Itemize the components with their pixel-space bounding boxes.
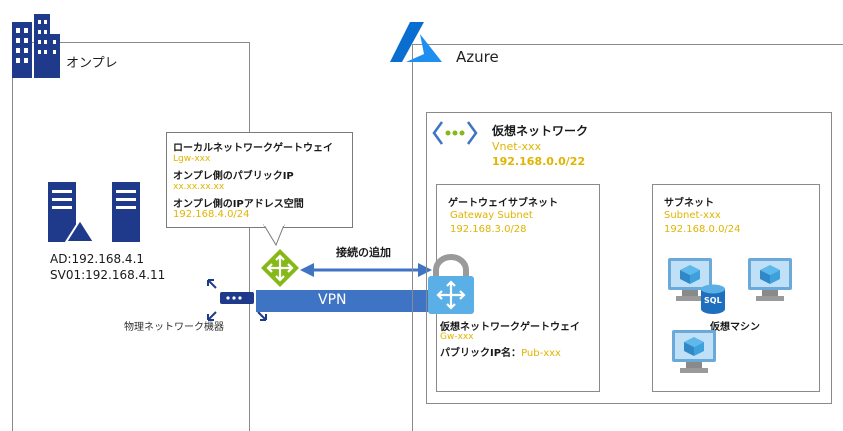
vm-icon bbox=[668, 258, 712, 301]
sql-database-icon bbox=[701, 284, 725, 314]
vng-title: 仮想ネットワークゲートウェイ bbox=[440, 322, 580, 333]
vm-icon bbox=[748, 258, 792, 301]
network-device-label: 物理ネットワーク機器 bbox=[124, 322, 224, 333]
network-device-icon bbox=[207, 279, 267, 321]
azure-logo-icon bbox=[390, 22, 442, 62]
connection-arrow bbox=[300, 263, 432, 277]
lgw-public-ip-label: オンプレ側のパブリックIP bbox=[173, 171, 294, 182]
vng-public-ip-label: パブリックIP名： bbox=[440, 348, 522, 359]
local-network-gateway-callout: ローカルネットワークゲートウェイ Lgw-xxx オンプレ側のパブリックIP x… bbox=[166, 132, 353, 228]
building-icon bbox=[12, 14, 60, 78]
vng-name: Gw-xxx bbox=[440, 332, 474, 342]
callout-pointer bbox=[263, 224, 285, 247]
vnet-icon bbox=[432, 121, 478, 145]
local-network-gateway-icon bbox=[261, 249, 299, 287]
vpn-label: VPN bbox=[318, 292, 347, 308]
vpn-tunnel bbox=[256, 290, 432, 312]
vnet-box bbox=[426, 112, 832, 404]
subnet-box bbox=[652, 184, 820, 392]
lgw-heading: ローカルネットワークゲートウェイ bbox=[173, 143, 333, 154]
vng-public-ip: パブリックIP名：Pub-xxx bbox=[440, 344, 561, 359]
subnet-name: Subnet-xxx bbox=[664, 210, 721, 221]
lgw-address-space-value: 192.168.4.0/24 bbox=[173, 209, 250, 220]
server-icon bbox=[48, 182, 140, 243]
connection-add-label: 接続の追加 bbox=[336, 246, 391, 259]
vnet-range: 192.168.0.0/22 bbox=[492, 155, 586, 168]
gateway-subnet-name: Gateway Subnet bbox=[450, 210, 533, 221]
vm-icon bbox=[672, 330, 716, 373]
sql-label: SQL bbox=[704, 296, 722, 305]
vng-public-ip-value: Pub-xxx bbox=[521, 348, 561, 359]
onprem-boundary bbox=[12, 42, 250, 431]
azure-boundary bbox=[412, 44, 843, 431]
vnet-title: 仮想ネットワーク bbox=[492, 124, 589, 138]
virtual-network-gateway-icon bbox=[428, 254, 474, 314]
gateway-subnet-range: 192.168.3.0/28 bbox=[450, 224, 527, 235]
vm-label: 仮想マシン bbox=[710, 322, 760, 333]
lgw-name: Lgw-xxx bbox=[173, 154, 211, 164]
subnet-title: サブネット bbox=[664, 198, 714, 209]
lgw-public-ip-value: xx.xx.xx.xx bbox=[173, 182, 225, 192]
gateway-subnet-title: ゲートウェイサブネット bbox=[448, 198, 558, 209]
lgw-address-space-label: オンプレ側のIPアドレス空間 bbox=[173, 199, 304, 210]
azure-title: Azure bbox=[456, 48, 499, 66]
vnet-name: Vnet-xxx bbox=[492, 140, 542, 153]
onprem-title: オンプレ bbox=[66, 56, 118, 71]
onprem-server-sv01: SV01:192.168.4.11 bbox=[50, 268, 166, 282]
subnet-range: 192.168.0.0/24 bbox=[664, 224, 741, 235]
onprem-server-ad: AD:192.168.4.1 bbox=[50, 252, 145, 266]
